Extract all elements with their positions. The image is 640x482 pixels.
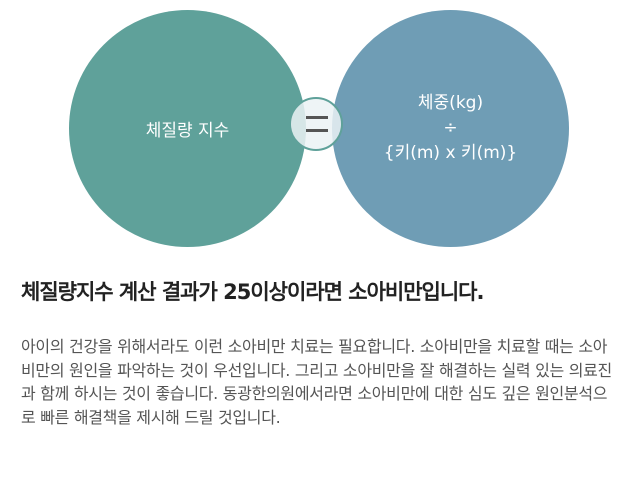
bmi-circle: 체질량 지수 (69, 10, 306, 247)
formula-circle: 체중(kg) ÷ {키(m) x 키(m)} (332, 10, 569, 247)
formula-numerator: 체중(kg) (417, 93, 484, 113)
equals-icon (289, 97, 343, 151)
formula-operator: ÷ (443, 118, 458, 138)
body-text: 아이의 건강을 위해서라도 이런 소아비만 치료는 필요합니다. 소아비만을 치… (21, 337, 612, 427)
headline: 체질량지수 계산 결과가 25이상이라면 소아비만입니다. (21, 280, 484, 304)
formula-denominator: {키(m) x 키(m)} (383, 143, 518, 163)
bmi-label: 체질량 지수 (145, 121, 230, 141)
